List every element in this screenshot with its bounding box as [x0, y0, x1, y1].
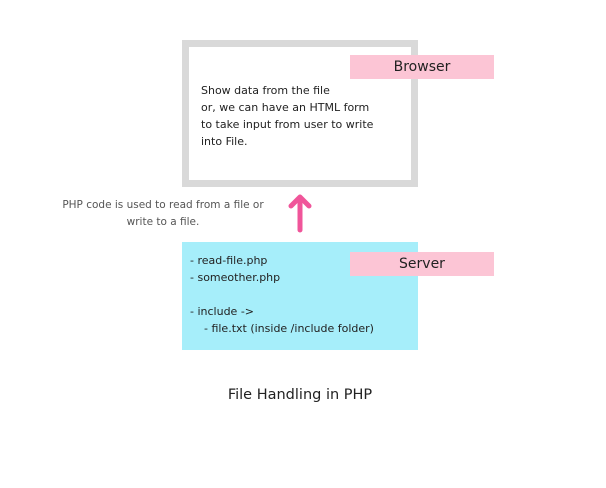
arrow-up-icon	[288, 194, 312, 233]
browser-line: or, we can have an HTML form	[201, 101, 370, 114]
browser-description: Show data from the file or, we can have …	[201, 82, 391, 150]
browser-line: into File.	[201, 135, 248, 148]
server-line: - file.txt (inside /include folder)	[190, 322, 374, 335]
php-note-line: write to a file.	[126, 216, 200, 228]
diagram-caption: File Handling in PHP	[0, 387, 606, 403]
browser-line: Show data from the file	[201, 84, 330, 97]
php-note-line: PHP code is used to read from a file or	[62, 199, 264, 211]
server-file-list: - read-file.php - someother.php - includ…	[190, 252, 374, 337]
server-line: - someother.php	[190, 271, 281, 284]
server-line	[190, 286, 374, 303]
server-line: - include ->	[190, 305, 255, 318]
server-line: - read-file.php	[190, 254, 268, 267]
php-note: PHP code is used to read from a file or …	[40, 197, 286, 231]
caption-text: File Handling in PHP	[227, 387, 373, 403]
browser-label: Browser	[350, 55, 494, 79]
server-label: Server	[350, 252, 494, 276]
browser-line: to take input from user to write	[201, 118, 374, 131]
